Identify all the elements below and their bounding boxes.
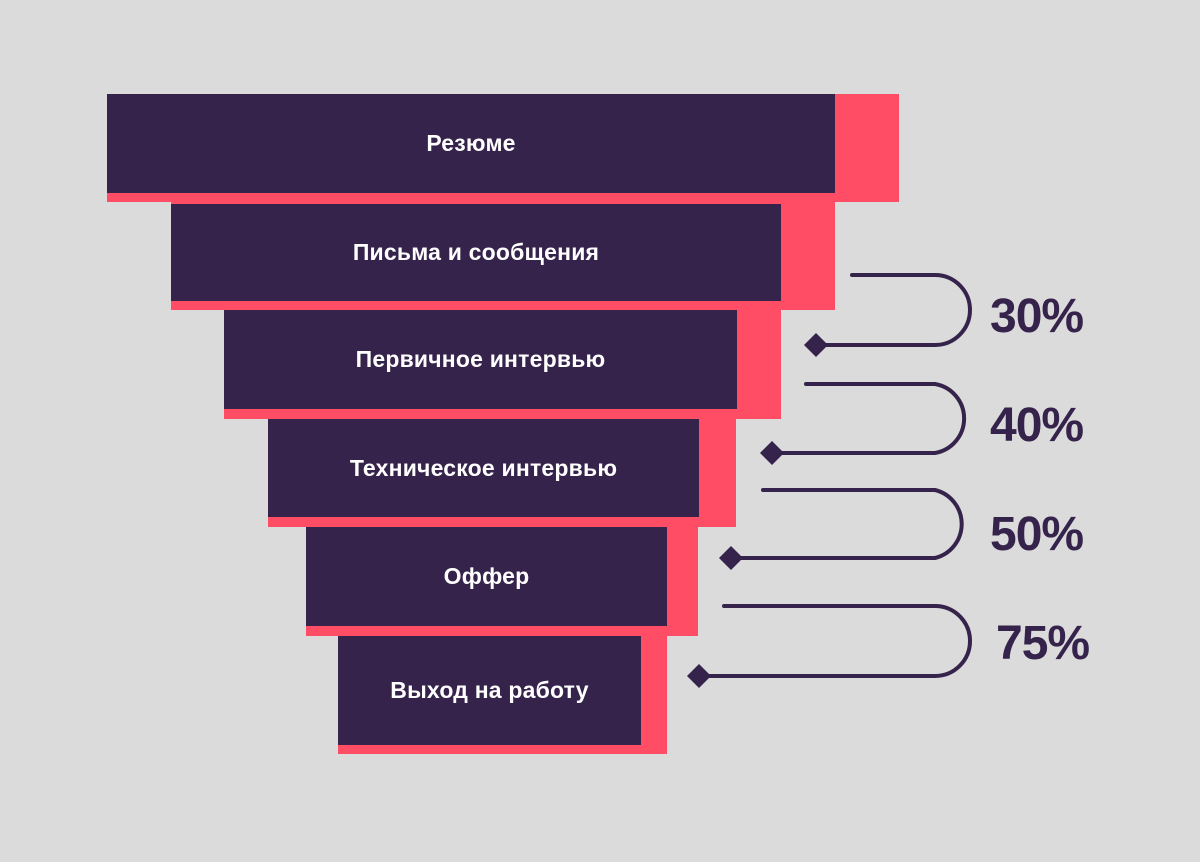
connector-arrow xyxy=(729,488,964,560)
conversion-rate: 50% xyxy=(990,508,1084,561)
diamond-marker-icon xyxy=(719,546,743,570)
connector-arrow xyxy=(814,273,972,347)
diamond-marker-icon xyxy=(760,441,784,465)
connector-arrow xyxy=(770,382,967,455)
funnel-stage-offer: Оффер xyxy=(306,527,667,626)
diamond-marker-icon xyxy=(687,664,711,688)
stage-label: Первичное интервью xyxy=(355,346,606,372)
stage-label: Техническое интервью xyxy=(349,454,618,481)
funnel-stage-first-interview: Первичное интервью xyxy=(224,310,737,409)
funnel-stage-onboarding: Выход на работу xyxy=(338,636,641,745)
conversion-rate: 40% xyxy=(990,399,1084,452)
diamond-marker-icon xyxy=(804,333,828,357)
funnel-stage-resume: Резюме xyxy=(107,94,835,193)
funnel-stage-messages: Письма и сообщения xyxy=(171,204,781,301)
connector-arrow xyxy=(697,604,972,678)
conversion-rate: 75% xyxy=(996,617,1090,670)
stage-label: Выход на работу xyxy=(390,677,589,703)
conversion-rate: 30% xyxy=(990,290,1084,343)
stage-label: Письма и сообщения xyxy=(352,239,600,265)
stage-label: Резюме xyxy=(426,130,516,156)
funnel-stage-tech-interview: Техническое интервью xyxy=(268,419,699,517)
stage-label: Оффер xyxy=(443,563,530,589)
